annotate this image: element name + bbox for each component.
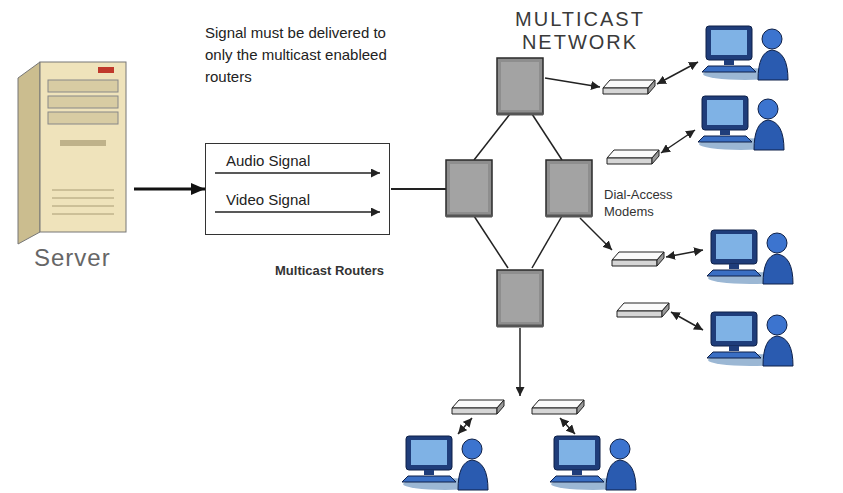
audio-arrow [215, 172, 380, 174]
router-link [532, 114, 562, 160]
multicast-router [546, 160, 592, 216]
cloud-shape [392, 48, 704, 468]
user-computer [707, 230, 793, 284]
network-title: MULTICAST NETWORK [485, 8, 675, 54]
dial-modem [617, 303, 669, 317]
callout-label: Dial-Access Modems [604, 186, 699, 220]
user-computer [707, 312, 793, 366]
vent [52, 190, 114, 191]
multicast-router [446, 160, 492, 216]
label-slot: Signal must be delivered to only the mul… [205, 22, 387, 88]
multicast-router [497, 58, 543, 114]
cloud-outline [390, 8, 706, 470]
server-front [40, 62, 126, 232]
dial-modem [452, 400, 504, 414]
power-led [98, 67, 114, 73]
network-cloud: MULTICAST NETWORK [390, 8, 706, 470]
multicast-router [497, 270, 543, 326]
signal-arrow [134, 188, 205, 191]
router-modem-arrow [580, 218, 612, 250]
floppy-slot [60, 140, 106, 146]
vent [52, 206, 114, 207]
dial-modem [607, 150, 659, 164]
vent [52, 214, 114, 215]
user-computer [698, 96, 784, 150]
router-link [532, 216, 562, 268]
dial-link [458, 418, 472, 434]
server-node: Server [12, 55, 134, 280]
server-name: Server [34, 244, 111, 272]
signal-name: Video Signal [226, 191, 310, 209]
router-modem-arrow [519, 328, 521, 396]
signal-box: Audio SignalVideo Signal [205, 143, 390, 235]
feed-line [391, 188, 446, 190]
dial-link [666, 250, 703, 257]
drive-bay [48, 112, 118, 124]
server-tower [18, 62, 126, 244]
user-computer [550, 436, 636, 490]
note-text: Signal must be delivered to only the mul… [205, 22, 387, 88]
router-link [474, 216, 508, 268]
vent [52, 198, 114, 199]
label-slot: Multicast Routers [275, 262, 384, 279]
drive-bay [48, 80, 118, 92]
drive-bay [48, 96, 118, 108]
dial-modem [603, 80, 655, 94]
router-modem-arrow [545, 78, 600, 87]
user-computer [402, 436, 488, 490]
dial-link [560, 418, 575, 434]
dial-link [657, 62, 698, 84]
user-computer [702, 26, 788, 80]
dial-modem [532, 400, 584, 414]
server-side [18, 62, 40, 244]
signal-name: Audio Signal [226, 152, 310, 170]
dial-link [661, 130, 695, 153]
dial-modem [612, 252, 664, 266]
callout-label: Multicast Routers [275, 262, 384, 279]
label-slot: Dial-Access Modems [604, 186, 699, 220]
video-arrow [215, 211, 380, 213]
router-link [474, 114, 510, 160]
dial-link [671, 312, 703, 330]
